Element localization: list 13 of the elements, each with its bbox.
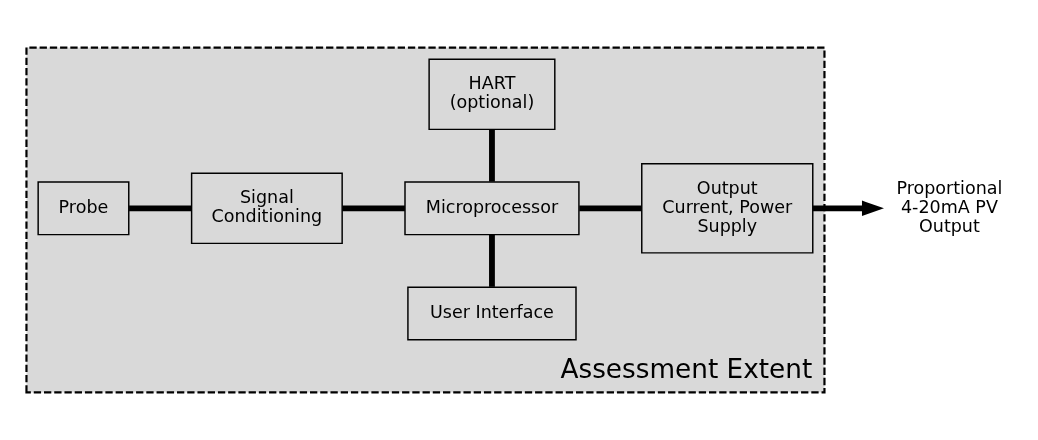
node-box: HART (optional) bbox=[428, 58, 556, 131]
connector bbox=[342, 205, 405, 212]
arrow bbox=[812, 200, 884, 216]
connector bbox=[129, 205, 192, 212]
node-text: Proportional 4-20mA PV Output bbox=[896, 177, 1003, 236]
node-box: Microprocessor bbox=[404, 181, 580, 236]
connector bbox=[579, 205, 642, 212]
node-box: Output Current, Power Supply bbox=[641, 163, 814, 254]
connector bbox=[489, 234, 495, 287]
node-box: Signal Conditioning bbox=[190, 172, 343, 245]
connector bbox=[489, 129, 495, 182]
node-box: Probe bbox=[37, 181, 130, 236]
node-box: User Interface bbox=[407, 286, 577, 341]
